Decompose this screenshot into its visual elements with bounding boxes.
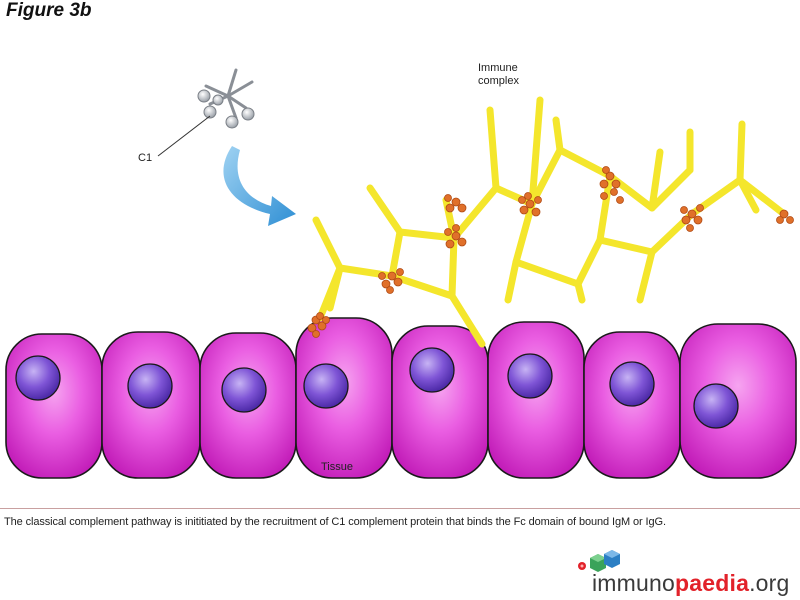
c1-cluster xyxy=(444,194,467,213)
tissue-cell xyxy=(583,331,681,479)
immune-complex-label-line2: complex xyxy=(478,75,519,87)
immunopaedia-logo[interactable]: immunopaedia.org xyxy=(572,548,800,598)
nucleus xyxy=(693,383,739,429)
tissue-cell xyxy=(199,332,297,479)
c1-molecule xyxy=(157,68,255,157)
tissue-label: Tissue xyxy=(321,461,353,473)
c1-cluster xyxy=(378,268,404,294)
tissue-cell xyxy=(5,333,103,479)
c1-label: C1 xyxy=(138,152,152,164)
tissue-cell xyxy=(679,323,797,479)
logo-text-paedia: paedia xyxy=(675,570,750,596)
c1-cluster xyxy=(776,209,794,224)
tissue-cell xyxy=(487,321,585,479)
tissue-layer xyxy=(5,317,797,479)
c1-cluster xyxy=(307,312,330,338)
complement-clusters xyxy=(307,166,794,338)
tissue-cell xyxy=(391,325,489,479)
nucleus xyxy=(221,367,267,413)
curved-arrow xyxy=(223,146,296,226)
logo-text: immunopaedia.org xyxy=(592,570,790,597)
nucleus xyxy=(609,361,655,407)
figure-caption: The classical complement pathway is init… xyxy=(4,516,666,528)
c1-cluster xyxy=(518,192,542,217)
nucleus xyxy=(409,347,455,393)
immune-complex xyxy=(312,96,788,348)
c1-leader-line xyxy=(157,115,211,157)
nucleus xyxy=(303,363,349,409)
c1-cluster xyxy=(599,166,624,204)
nucleus xyxy=(127,363,173,409)
nucleus xyxy=(507,353,553,399)
logo-text-org: .org xyxy=(749,570,790,596)
caption-divider xyxy=(0,508,800,509)
logo-cubes-icon xyxy=(578,550,620,572)
logo-text-immuno: immuno xyxy=(592,570,676,596)
c1-cluster xyxy=(444,224,467,249)
nucleus xyxy=(15,355,61,401)
figure-title: Figure 3b xyxy=(6,0,92,21)
c1-cluster xyxy=(680,204,704,232)
complement-diagram: C1 Immune complex Tissue xyxy=(5,62,797,479)
tissue-cell xyxy=(101,331,201,479)
immune-complex-label-line1: Immune xyxy=(478,62,518,74)
tissue-cell xyxy=(295,317,393,479)
